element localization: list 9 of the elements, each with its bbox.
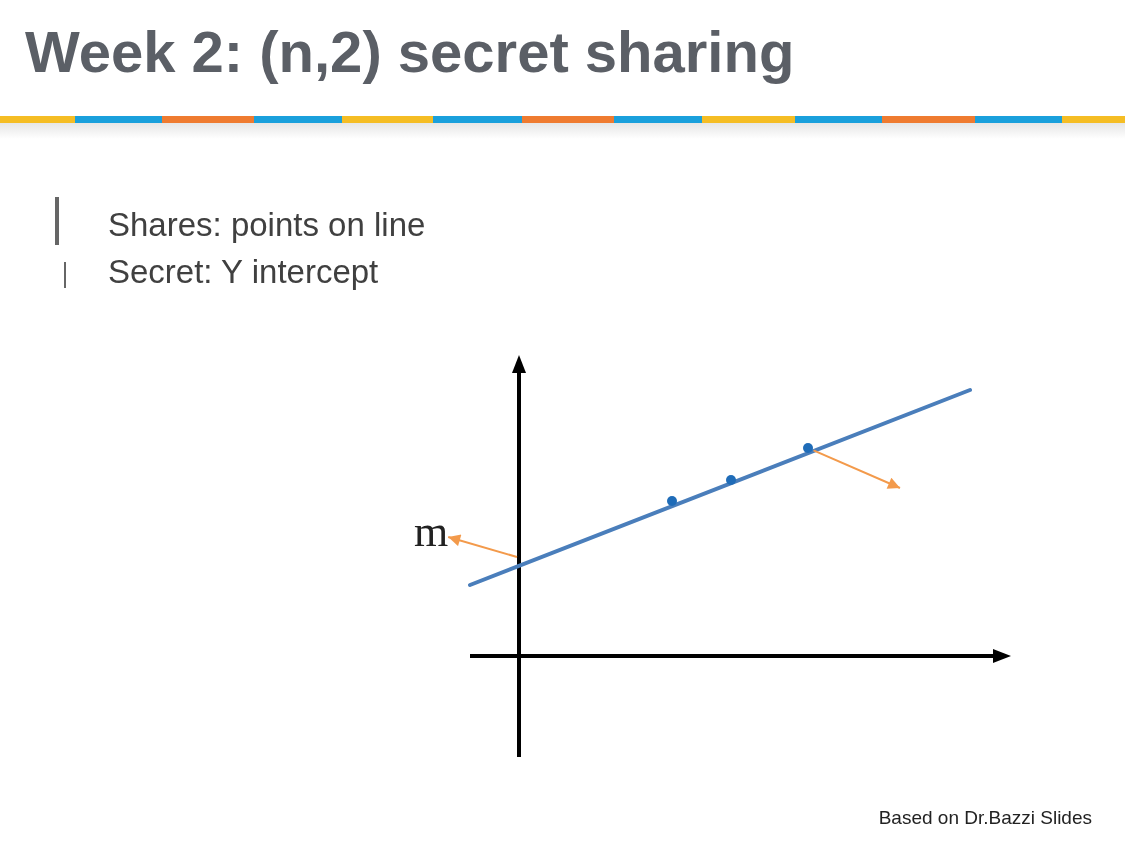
arrow (447, 534, 518, 558)
bullet-text: Secret: Y intercept (108, 255, 379, 288)
arrow (812, 449, 901, 489)
data-point (667, 496, 677, 506)
bullet-text: Shares: points on line (108, 208, 426, 241)
data-point (726, 475, 736, 485)
source-note: Based on Dr.Bazzi Slides (878, 808, 1092, 827)
variable-label: m (414, 520, 449, 544)
data-point (803, 443, 813, 453)
